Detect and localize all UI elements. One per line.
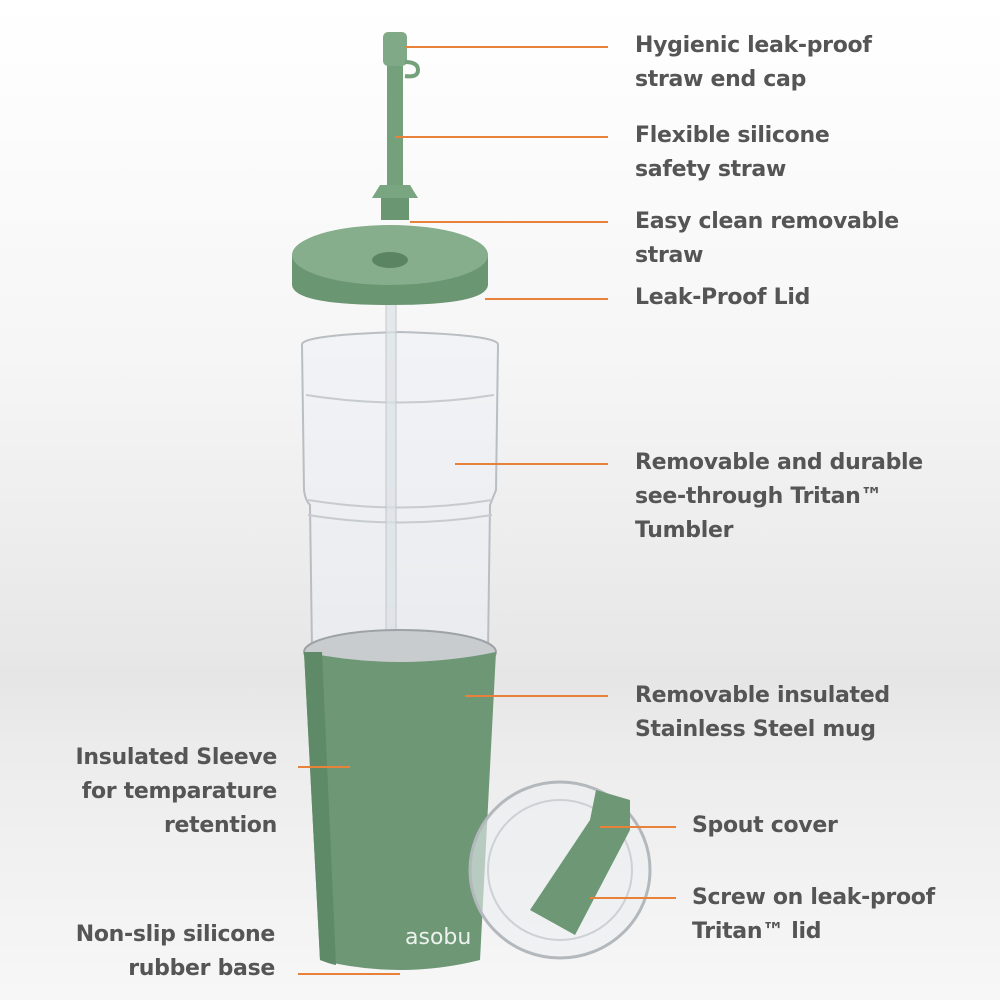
label-sleeve: Insulated Sleeve for temparature retention — [75, 741, 277, 843]
label-removable-straw: Easy clean removable straw — [635, 205, 899, 273]
label-line: retention — [163, 813, 277, 838]
label-base: Non-slip silicone rubber base — [75, 918, 276, 986]
label-line: Tritan™ lid — [692, 919, 822, 944]
label-line: Tumbler — [635, 518, 734, 543]
screw-on-lid — [468, 780, 652, 960]
label-tumbler: Removable and durable see-through Tritan™… — [635, 446, 923, 548]
label-line: Spout cover — [692, 813, 838, 838]
label-line: Non-slip silicone — [75, 922, 276, 947]
label-line: Insulated Sleeve — [75, 745, 277, 770]
label-line: straw — [635, 243, 704, 268]
label-line: Hygienic leak-proof — [635, 33, 872, 58]
label-line: Leak-Proof Lid — [635, 285, 811, 310]
straw-end-cap — [383, 32, 407, 66]
label-line: Flexible silicone — [635, 123, 830, 148]
label-lid: Leak-Proof Lid — [635, 281, 810, 315]
label-line: safety straw — [635, 157, 786, 182]
tritan-tumbler — [301, 330, 499, 651]
label-line: Easy clean removable — [635, 209, 899, 234]
label-line: rubber base — [128, 956, 275, 981]
label-line: Removable and durable — [635, 450, 923, 475]
label-line: straw end cap — [635, 67, 807, 92]
label-line: see-through Tritan™ — [635, 484, 883, 509]
leak-proof-lid — [292, 225, 488, 305]
silicone-straw — [372, 32, 421, 220]
label-line: Screw on leak-proof — [692, 885, 935, 910]
label-straw-end-cap: Hygienic leak-proof straw end cap — [635, 29, 872, 97]
label-silicone-straw: Flexible silicone safety straw — [635, 119, 830, 187]
label-line: Stainless Steel mug — [635, 717, 876, 742]
label-line: Removable insulated — [635, 683, 890, 708]
label-spout-cover: Spout cover — [692, 809, 838, 843]
label-line: for temparature — [81, 779, 278, 804]
insulated-mug — [303, 629, 497, 970]
brand-logo: asobu — [405, 925, 471, 950]
